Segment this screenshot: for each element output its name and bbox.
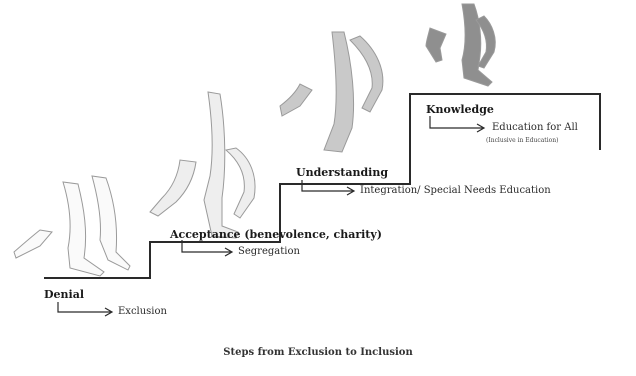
legs-denial-icon (14, 176, 130, 276)
legs-acceptance-icon (150, 92, 255, 238)
stage-acceptance-label: Acceptance (benevolence, charity) (170, 228, 382, 241)
outcome-integration-label: Integration/ Special Needs Education (360, 185, 551, 196)
legs-knowledge-icon (426, 4, 495, 86)
arrow-education-icon (430, 116, 484, 132)
legs-understanding-icon (280, 32, 383, 152)
stage-denial-label: Denial (44, 288, 84, 301)
arrow-exclusion-icon (58, 302, 112, 316)
outcome-education-label: Education for All (492, 122, 578, 133)
stage-knowledge-label: Knowledge (426, 103, 494, 116)
outcome-education-note: (Inclusive in Education) (486, 137, 558, 144)
outcome-exclusion-label: Exclusion (118, 306, 167, 317)
outcome-arrows (58, 116, 484, 316)
diagram-caption: Steps from Exclusion to Inclusion (0, 347, 636, 358)
arrow-integration-icon (302, 180, 354, 195)
stage-understanding-label: Understanding (296, 166, 388, 179)
outcome-segregation-label: Segregation (238, 246, 300, 257)
